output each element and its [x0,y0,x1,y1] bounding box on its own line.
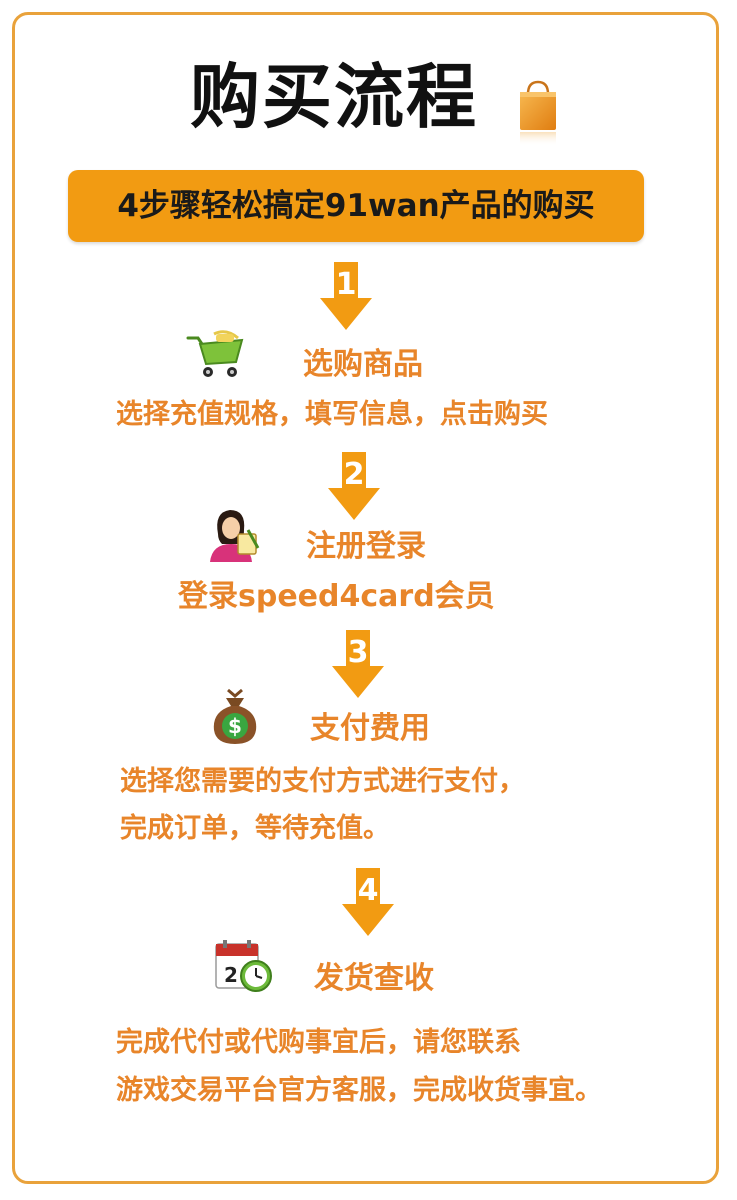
step-4-desc-line-2: 游戏交易平台官方客服，完成收货事宜。 [116,1075,602,1106]
step-3-number: 3 [347,635,369,670]
step-1-number: 1 [335,267,357,302]
step-1-desc-line-1: 选择充值规格，填写信息，点击购买 [116,399,548,430]
step-2-title: 注册登录 [306,529,426,564]
step-3-desc-line-1: 选择您需要的支付方式进行支付， [120,766,525,797]
step-2-desc-line-1: 登录speed4card会员 [178,579,495,614]
page-title: 购买流程 [190,56,478,138]
step-2-arrow: 2 [326,452,382,522]
shopping-bag-icon [516,78,560,148]
money-bag-icon: $ [208,688,262,746]
svg-text:$: $ [228,714,242,738]
svg-text:2: 2 [224,963,238,987]
step-4-desc-line-1: 完成代付或代购事宜后，请您联系 [116,1027,521,1058]
step-4-number: 4 [357,873,379,908]
calendar-clock-icon: 2 [214,938,274,996]
step-3-title: 支付费用 [310,711,430,746]
step-1-arrow: 1 [318,262,374,332]
user-register-icon [204,504,262,562]
step-4-arrow: 4 [340,868,396,938]
step-3-desc-line-2: 完成订单，等待充值。 [120,813,390,844]
intro-banner: 4步骤轻松搞定91wan产品的购买 [68,170,644,242]
shopping-cart-icon [186,330,248,380]
step-4-title: 发货查收 [314,961,434,996]
step-1-title: 选购商品 [303,347,423,382]
step-3-arrow: 3 [330,630,386,700]
banner-text: 4步骤轻松搞定91wan产品的购买 [117,188,595,224]
step-2-number: 2 [343,457,365,492]
